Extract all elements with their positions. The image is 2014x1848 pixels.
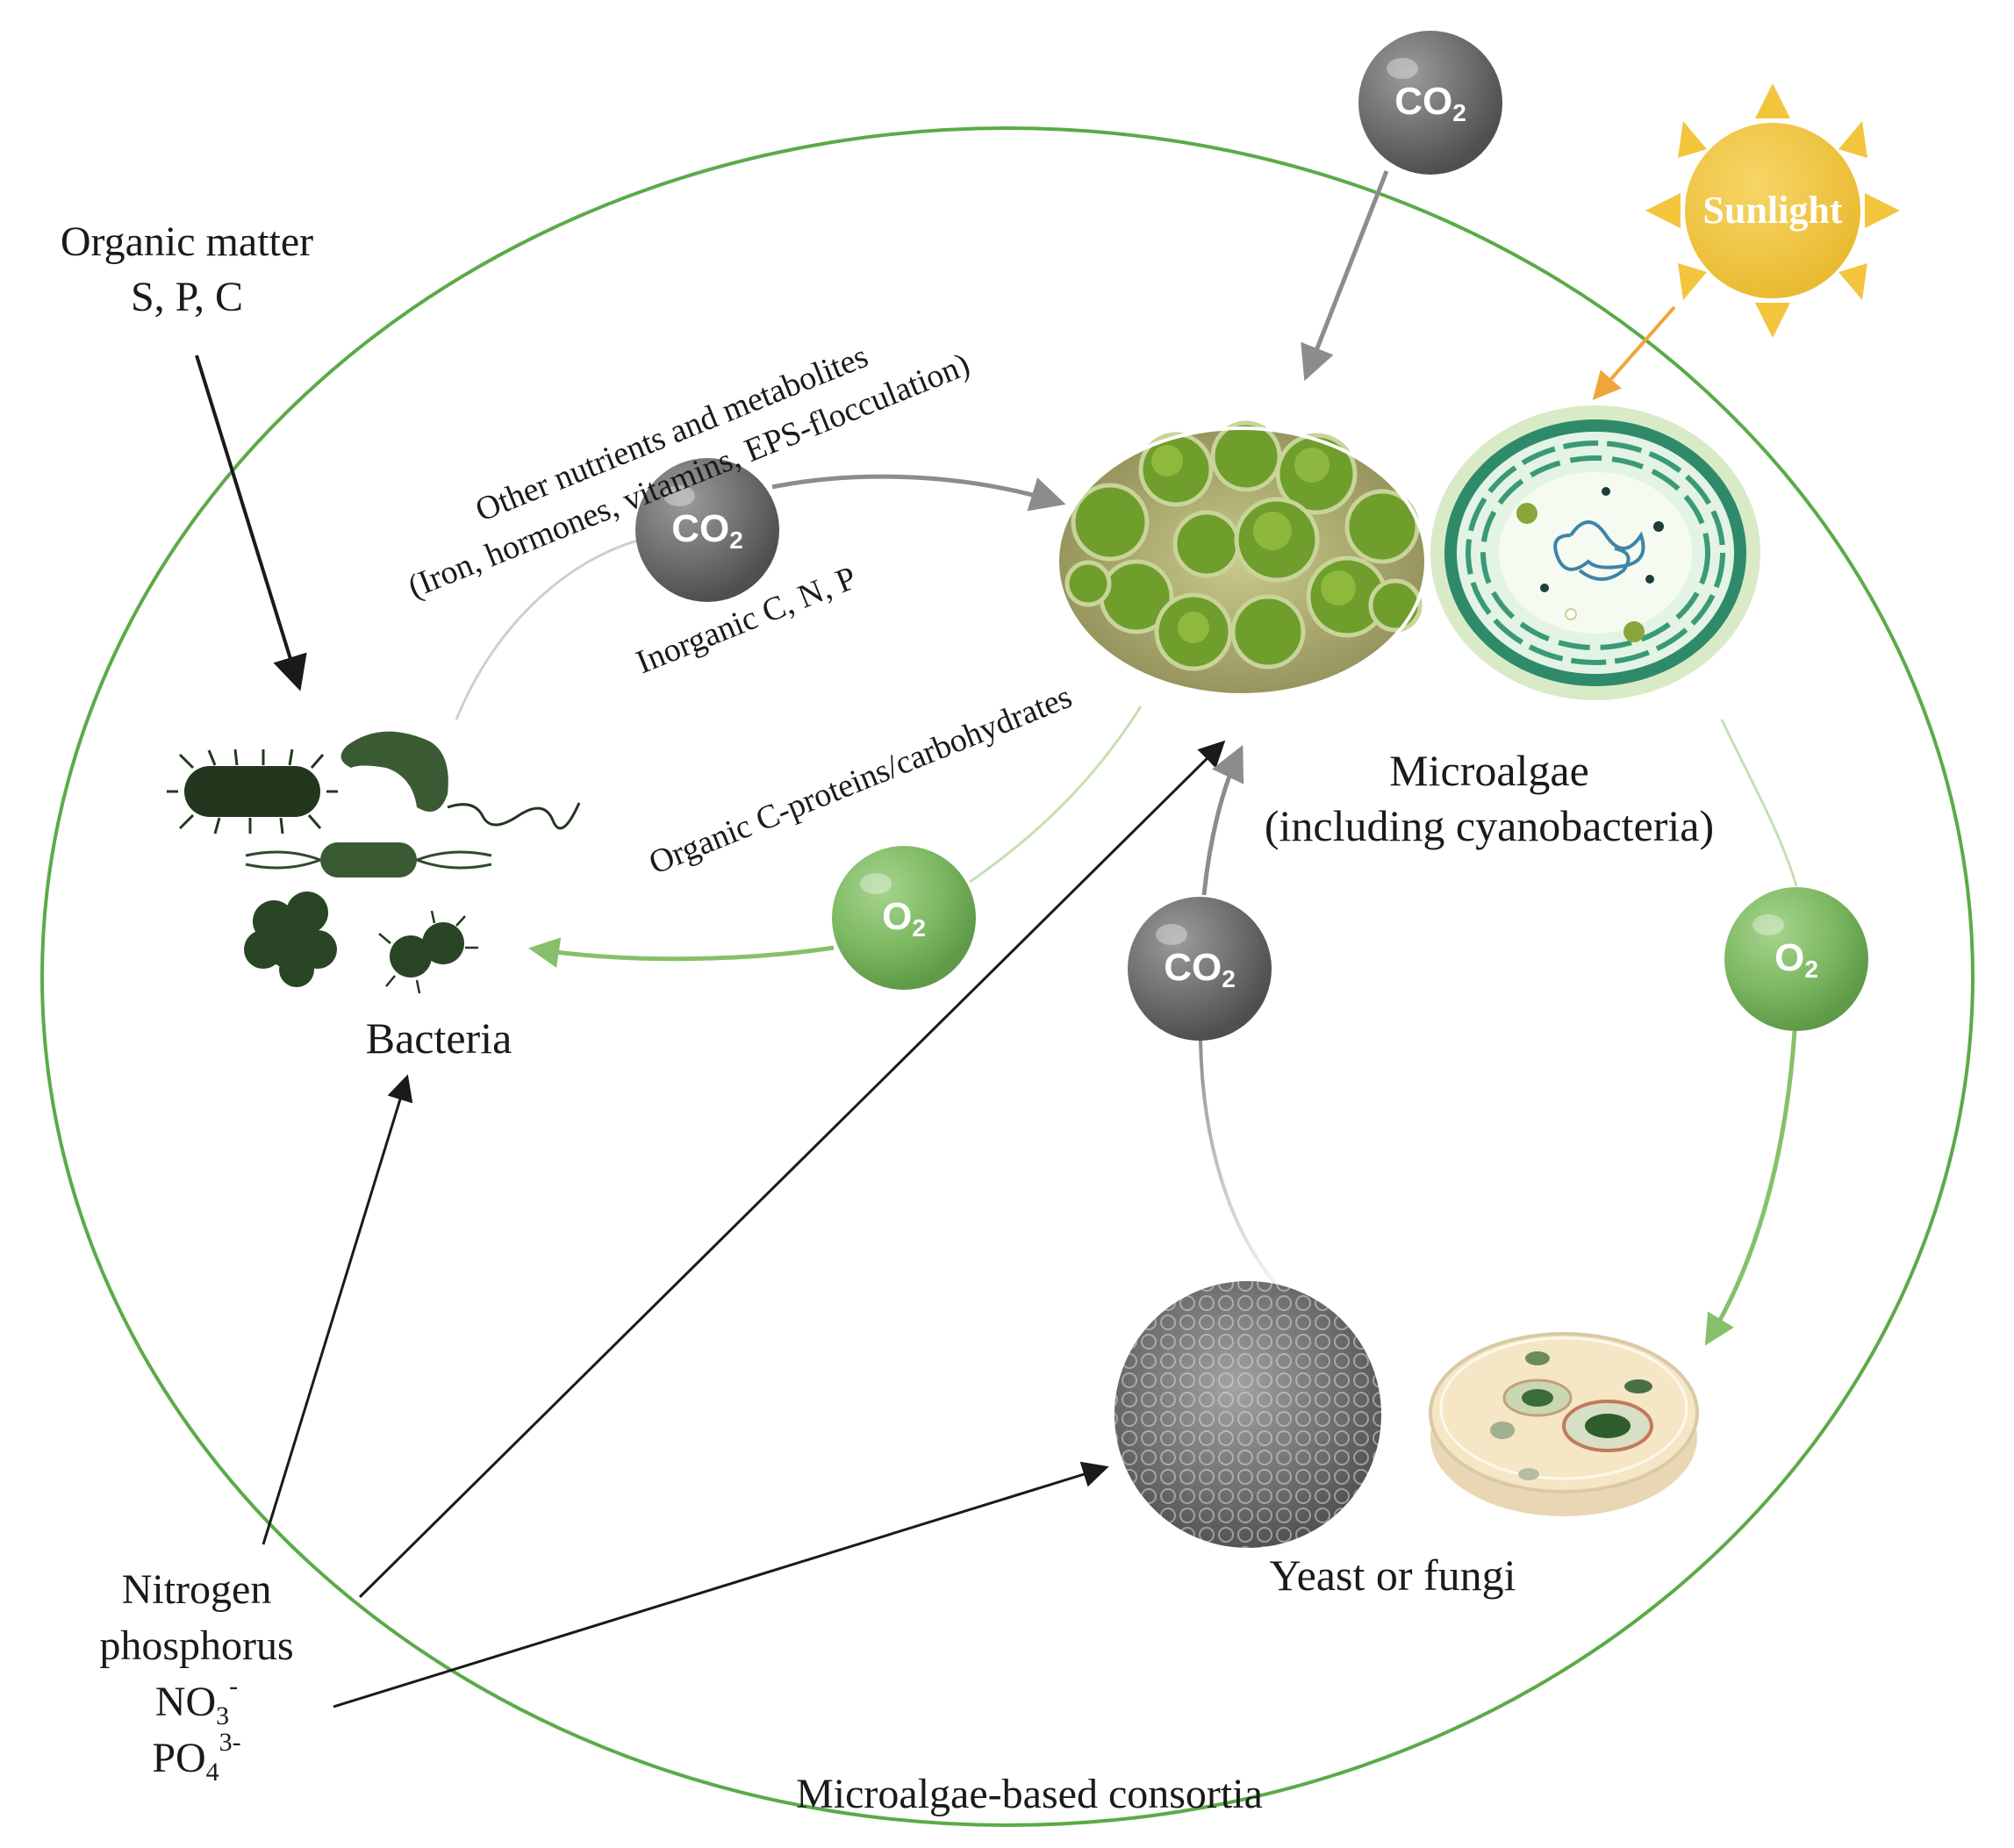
cyanobacteria-label: (including cyanobacteria)	[1265, 801, 1714, 850]
algae-o2-to-yeast-arrow	[1704, 1030, 1797, 1346]
phosphate-label: PO43-	[152, 1728, 240, 1787]
microalgae-cells-image	[1056, 420, 1428, 697]
bacteria-label: Bacteria	[366, 1014, 512, 1063]
nitrate-label: NO3-	[155, 1672, 238, 1730]
nutrient-to-yeast-arrow	[333, 1461, 1109, 1708]
sun-icon: Sunlight	[1645, 83, 1900, 338]
microalgae-label: Microalgae	[1389, 746, 1589, 795]
yeast-co2-arrow	[1201, 744, 1244, 896]
cyanobacterium-cell-image	[1430, 405, 1760, 700]
svg-text:CO2: CO2	[671, 507, 743, 554]
consortia-boundary	[40, 126, 1975, 1827]
bacteria-co2-arrow	[771, 474, 1066, 512]
sun-label: Sunlight	[1703, 189, 1843, 232]
co2-bubble-yeast: CO2	[1128, 897, 1272, 1041]
nitrogen-label: Nitrogen	[122, 1566, 272, 1613]
svg-text:CO2: CO2	[1394, 80, 1466, 126]
nutrient-input: Nitrogen phosphorus NO3- PO43-	[99, 1566, 293, 1787]
atmospheric-co2-arrow	[1301, 170, 1389, 382]
svg-text:O2: O2	[1774, 936, 1818, 983]
algae-o2-to-yeast-arc	[1720, 719, 1798, 887]
consortia-label: Microalgae-based consortia	[796, 1771, 1263, 1817]
svg-text:CO2: CO2	[1164, 946, 1236, 992]
o2-bubble-bacteria: O2	[832, 846, 976, 990]
co2-bubble-bacteria: CO2	[635, 458, 779, 602]
yeast-label: Yeast or fungi	[1269, 1551, 1516, 1600]
svg-text:O2: O2	[882, 895, 926, 942]
nutrient-to-microalgae-arrow	[358, 740, 1226, 1599]
sunlight-arrow	[1592, 305, 1676, 401]
bacteria-icon	[167, 731, 581, 994]
bacteria-co2-arc	[455, 538, 641, 720]
o2-bubble-yeast: O2	[1724, 887, 1868, 1031]
organic-matter-arrow	[195, 355, 307, 691]
yeast-co2-arc	[1199, 1039, 1279, 1287]
algae-o2-arrow	[528, 937, 835, 968]
organic-elements-label: S, P, C	[131, 274, 243, 320]
algae-o2-arc	[969, 706, 1143, 884]
petri-dish-fungi-image	[1429, 1332, 1699, 1516]
co2-bubble-top: CO2	[1358, 31, 1502, 175]
nutrient-to-bacteria-arrow	[262, 1074, 413, 1545]
yeast-micrograph-image	[1115, 1281, 1381, 1548]
phosphorus-label: phosphorus	[99, 1622, 293, 1669]
organic-matter-input: Organic matter S, P, C	[61, 218, 313, 320]
organic-matter-label: Organic matter	[61, 218, 313, 265]
